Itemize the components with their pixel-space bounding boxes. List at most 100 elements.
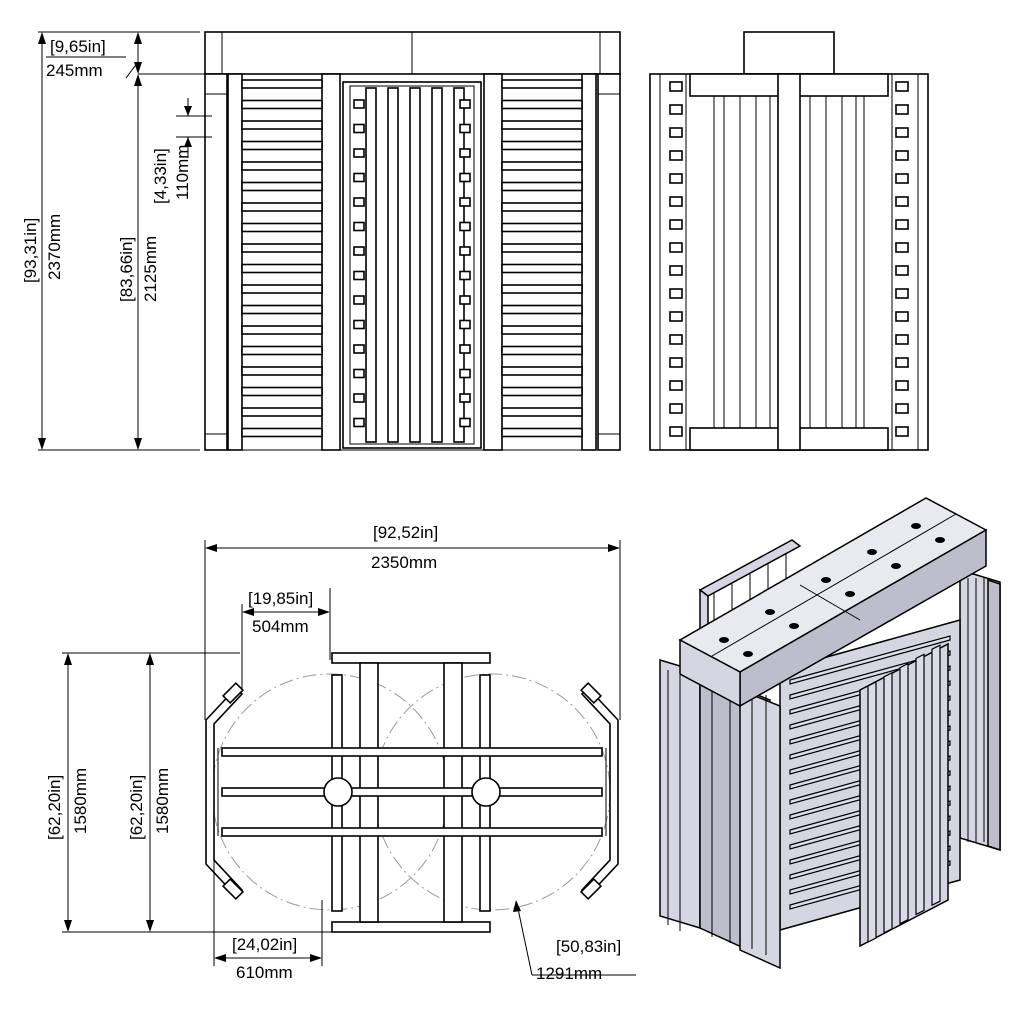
dim-depth-outer-mm: 1580mm — [71, 768, 90, 834]
side-bar — [501, 386, 583, 397]
dim-total-height-mm: 2370mm — [45, 214, 64, 280]
rotor-post — [431, 87, 443, 443]
side-bar — [501, 427, 583, 438]
rotor-arm — [353, 99, 365, 109]
rotor-arm — [459, 393, 471, 403]
side-bar — [669, 104, 683, 115]
dim-gate-height-mm: 2125mm — [141, 236, 160, 302]
side-bar — [895, 173, 909, 184]
rotor-arm — [459, 123, 471, 134]
side-bar — [501, 79, 583, 89]
side-bar — [895, 426, 909, 437]
side-bar — [241, 99, 323, 110]
gate-post — [867, 681, 877, 943]
side-bar — [669, 127, 683, 138]
dim-total-height-in: [93,31in] — [21, 218, 40, 283]
side-bar — [241, 181, 323, 192]
dim-gate-height-in: [83,66in] — [117, 237, 136, 302]
side-bar — [669, 334, 683, 345]
rotor-arm — [353, 148, 365, 158]
side-bar — [241, 120, 323, 130]
rotor-arm — [459, 270, 471, 281]
side-bar — [501, 222, 583, 233]
rotor-arm — [459, 221, 471, 232]
rotor-arm — [459, 197, 471, 207]
side-bar — [669, 403, 683, 414]
rotor-post — [387, 87, 399, 443]
rotor-arm — [353, 172, 365, 183]
rotor-arm — [459, 246, 471, 256]
side-bar — [501, 263, 583, 274]
rotor-arm — [789, 650, 951, 700]
side-bar — [501, 99, 583, 110]
front-elevation-view — [204, 31, 621, 451]
plan-view — [205, 652, 619, 933]
rotor-arm — [459, 295, 471, 305]
svg-text:[9,65in]: [9,65in] — [50, 37, 106, 56]
dim-bar-spacing-mm: 110mm — [173, 145, 192, 200]
side-bar — [669, 357, 683, 368]
side-bar — [241, 222, 323, 233]
dim-overall-width-mm: 2350mm — [371, 553, 437, 572]
rotor-arm — [353, 393, 365, 403]
gate-post — [883, 671, 893, 934]
side-bar — [241, 345, 323, 356]
dim-depth-outer-in: [62,20in] — [45, 775, 64, 840]
dim-overall-width-in: [92,52in] — [373, 523, 438, 542]
side-bar — [895, 403, 909, 414]
side-bar — [669, 242, 683, 253]
side-bar — [501, 345, 583, 356]
rotor-arm — [459, 319, 471, 330]
plan-dimensions — [62, 540, 636, 976]
side-bar — [241, 325, 323, 335]
side-bar — [895, 311, 909, 322]
dim-cabinet-height-label: [9,65in] 245mm — [46, 37, 126, 80]
side-bar — [895, 380, 909, 391]
dim-wing-width-in: [19,85in] — [248, 589, 313, 608]
rotor-arm — [459, 344, 471, 354]
side-bar — [501, 407, 583, 417]
side-bar — [241, 263, 323, 274]
rotor-arm — [353, 197, 365, 207]
side-bar — [669, 380, 683, 391]
side-bar — [501, 304, 583, 315]
rotor-arm — [789, 635, 951, 685]
side-bar — [501, 120, 583, 130]
front-dimensions — [38, 31, 212, 451]
side-bar — [895, 81, 909, 92]
cabinet-holes — [719, 523, 945, 657]
dim-side-offset-in: [24,02in] — [232, 935, 297, 954]
side-bar — [241, 304, 323, 315]
isometric-3d-view — [659, 497, 1001, 970]
rotor-arm — [459, 417, 471, 428]
side-bar — [895, 196, 909, 207]
side-bar — [241, 284, 323, 294]
gate-post — [915, 653, 925, 916]
rotor-arm — [353, 270, 365, 281]
side-bar — [241, 202, 323, 212]
side-bar — [241, 243, 323, 253]
dim-rotor-diameter-mm: 1291mm — [536, 964, 602, 983]
dim-depth-inner-in: [62,20in] — [127, 775, 146, 840]
side-bar — [501, 243, 583, 253]
dim-wing-width-mm: 504mm — [252, 617, 309, 636]
rotor-arm — [353, 123, 365, 134]
rotor-post — [453, 87, 465, 443]
side-bar — [241, 366, 323, 376]
rotor-arm — [353, 344, 365, 354]
rotor-arm — [353, 246, 365, 256]
side-bar — [895, 219, 909, 230]
dim-bar-spacing-in: [4,33in] — [151, 148, 170, 204]
rotor-arm — [353, 319, 365, 330]
side-bar — [241, 161, 323, 171]
side-bar — [501, 202, 583, 212]
side-bar — [241, 407, 323, 417]
rotor-arm — [459, 368, 471, 379]
rotor-arm — [353, 417, 365, 428]
side-bar — [895, 357, 909, 368]
side-bar — [669, 196, 683, 207]
side-bar — [501, 325, 583, 335]
side-bar — [895, 288, 909, 299]
rotor-post — [409, 87, 421, 443]
side-bar — [895, 334, 909, 345]
